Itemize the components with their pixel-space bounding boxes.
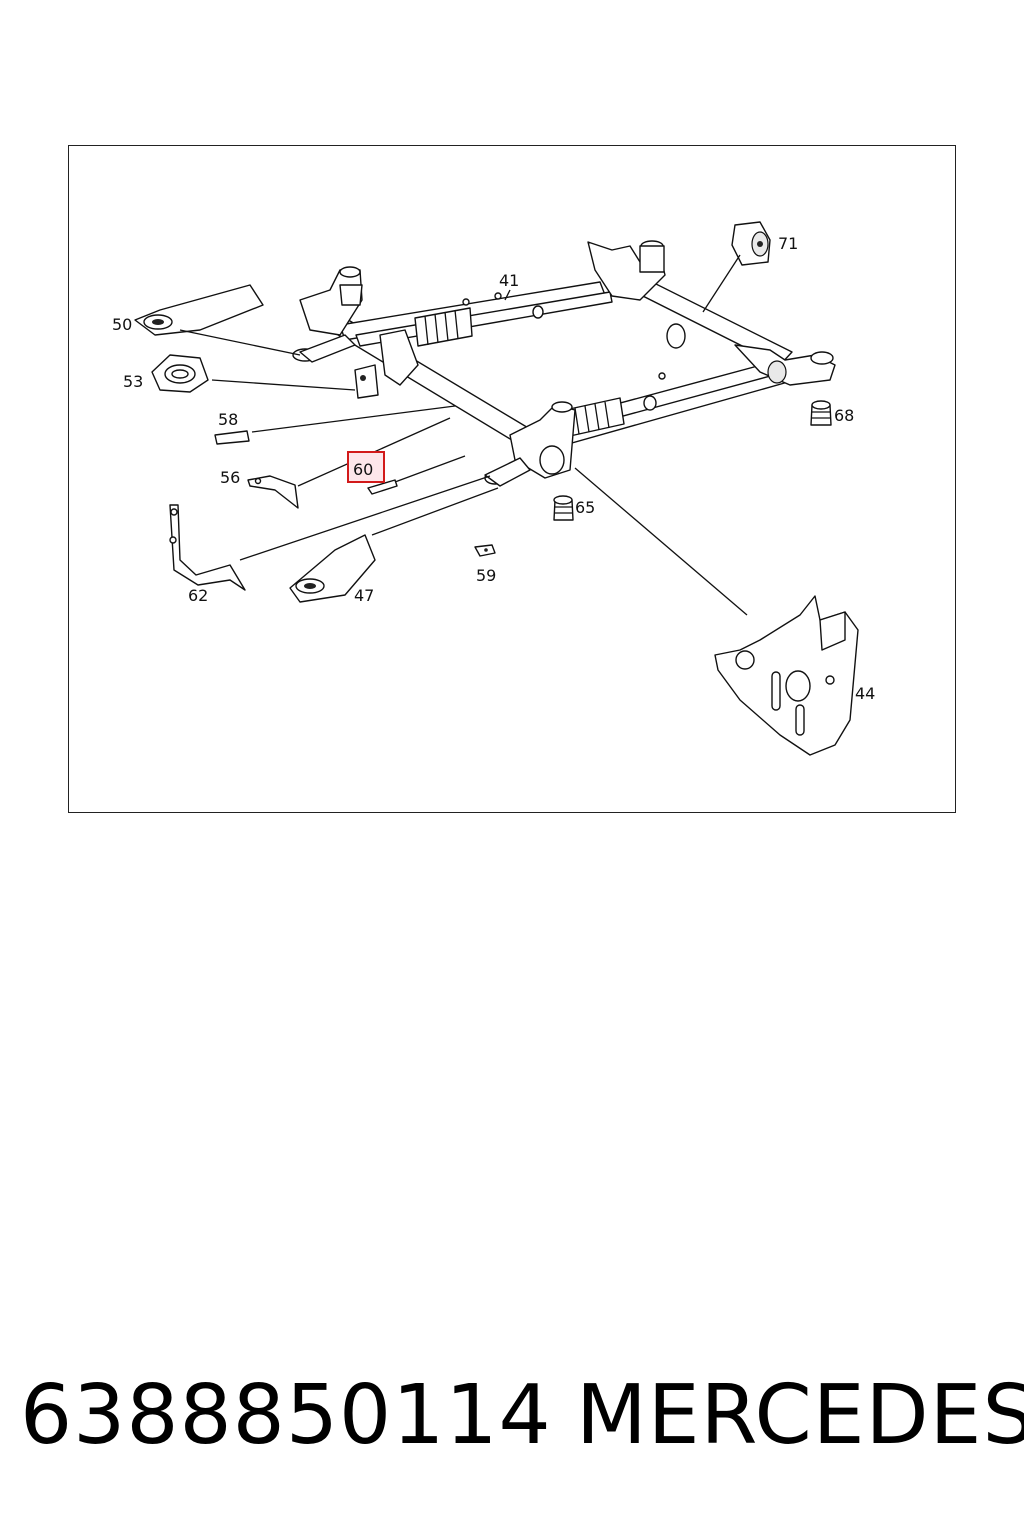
footer: 6388850114 MERCEDES [0, 1368, 1024, 1468]
part-71-bushing [731, 221, 771, 266]
front-right-tower [587, 240, 666, 301]
subframe-assembly [292, 240, 836, 487]
label-53: 53 [123, 372, 143, 391]
part-59-clip [474, 544, 496, 557]
part-50-bracket [134, 284, 264, 336]
part-60-bracket [367, 479, 398, 495]
center-mount [354, 329, 419, 399]
part-44-plate [714, 595, 859, 756]
part-65-bushing [553, 495, 574, 521]
label-58: 58 [218, 410, 238, 429]
label-60: 60 [353, 460, 373, 479]
label-71: 71 [778, 234, 798, 253]
part-47-bracket [289, 534, 376, 603]
part-56-bracket [247, 475, 299, 509]
highlight-box [347, 451, 385, 483]
rear-right-mount [532, 305, 836, 411]
label-65: 65 [575, 498, 595, 517]
front-left-tower [292, 266, 363, 363]
label-59: 59 [476, 566, 496, 585]
front-bellows [414, 307, 473, 347]
label-62: 62 [188, 586, 208, 605]
label-47: 47 [354, 586, 374, 605]
label-68: 68 [834, 406, 854, 425]
label-56: 56 [220, 468, 240, 487]
part-58-plate [214, 430, 250, 445]
label-44: 44 [855, 684, 875, 703]
part-68-bushing [810, 400, 832, 426]
subframe-bolts [462, 292, 666, 380]
brand-text: MERCEDES [576, 1368, 1024, 1463]
part-number-text: 6388850114 [20, 1368, 552, 1463]
label-50: 50 [112, 315, 132, 334]
label-41: 41 [499, 271, 519, 290]
part-53-mount [151, 354, 209, 393]
rear-left-tower [484, 401, 576, 487]
part-62-bracket [169, 504, 246, 591]
